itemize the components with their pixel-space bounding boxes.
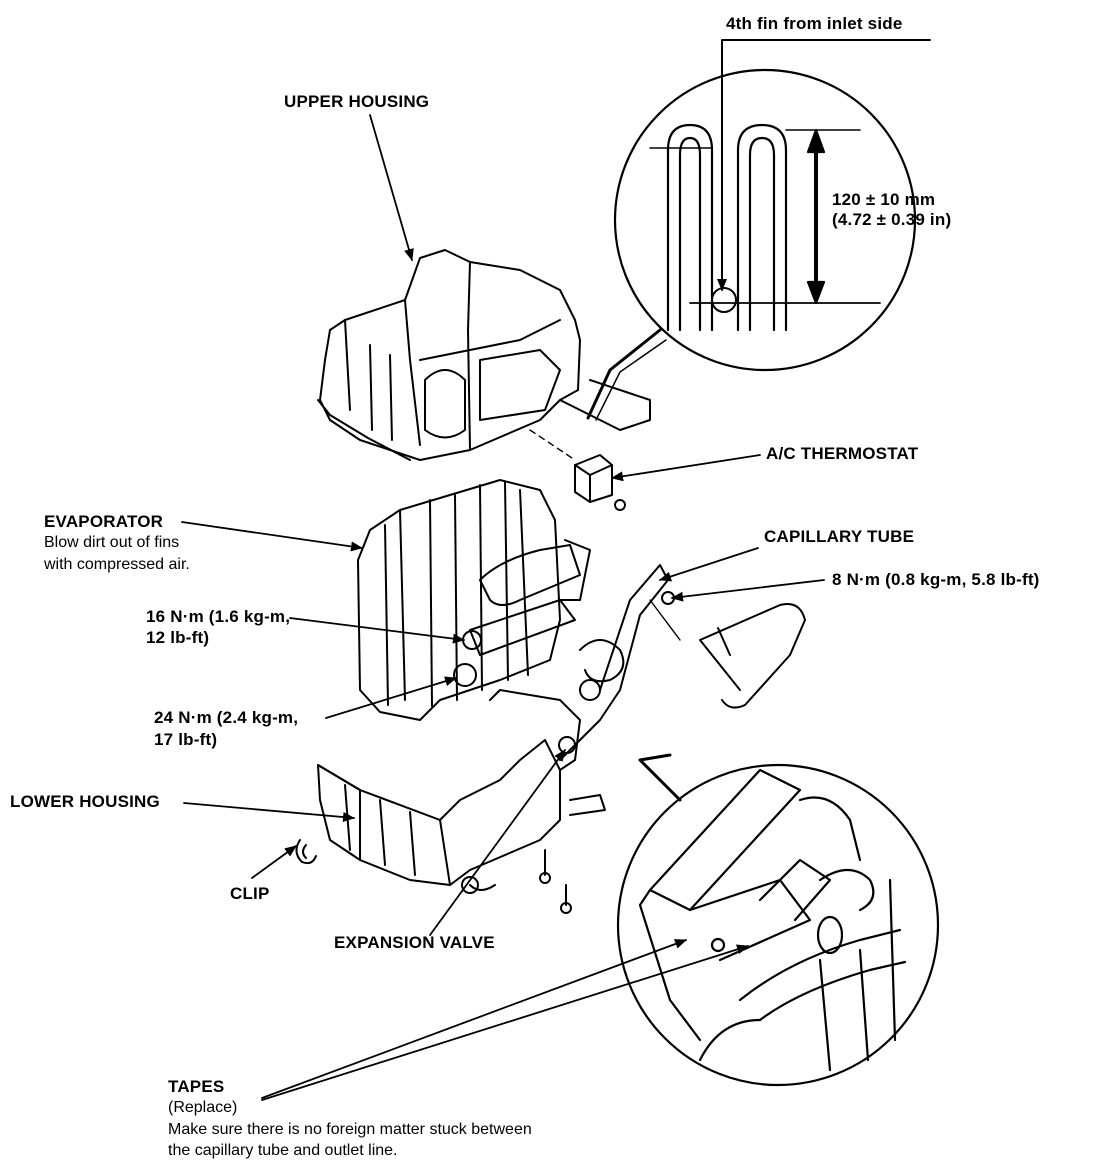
upper-housing-drawing xyxy=(317,249,651,461)
thermostat-drawing xyxy=(529,429,626,511)
thermostat-label: A/C THERMOSTAT xyxy=(766,444,919,463)
tapes-note-line-1: Make sure there is no foreign matter stu… xyxy=(168,1121,532,1138)
expansion-valve-label: EXPANSION VALVE xyxy=(334,933,495,952)
clip-label: CLIP xyxy=(230,884,270,903)
lower-housing-drawing xyxy=(317,689,606,894)
fastener-drawings xyxy=(539,849,572,914)
torque-16-label-line-1: 16 N·m (1.6 kg-m, xyxy=(146,607,291,626)
evaporator-label: EVAPORATOR xyxy=(44,512,164,531)
torque-24-label-line-1: 24 N·m (2.4 kg-m, xyxy=(154,708,299,727)
tapes-note-line-2: the capillary tube and outlet line. xyxy=(168,1142,398,1159)
dimension-mm-label: 120 ± 10 mm xyxy=(832,190,936,209)
capillary-tube-drawing xyxy=(558,564,681,761)
torque-24-label-line-2: 17 lb-ft) xyxy=(154,730,218,749)
evaporator-note-line-2: with compressed air. xyxy=(44,556,190,573)
tapes-label: TAPES xyxy=(168,1077,225,1096)
tape-detail-circle xyxy=(616,753,940,1087)
dimension-in-label: (4.72 ± 0.39 in) xyxy=(832,210,952,229)
clip-drawing xyxy=(295,839,317,865)
evaporator-drawing xyxy=(357,479,591,721)
upper-housing-label: UPPER HOUSING xyxy=(284,92,430,111)
leader-lines xyxy=(181,114,825,1101)
fin-note-label: 4th fin from inlet side xyxy=(726,14,903,33)
fin-detail-circle xyxy=(586,39,931,421)
tapes-replace-label: (Replace) xyxy=(168,1099,238,1116)
lower-housing-label: LOWER HOUSING xyxy=(10,792,160,811)
evaporator-note-line-1: Blow dirt out of fins xyxy=(44,534,180,551)
torque-8-label: 8 N·m (0.8 kg-m, 5.8 lb-ft) xyxy=(832,570,1040,589)
capillary-tube-label: CAPILLARY TUBE xyxy=(764,527,915,546)
torque-16-label-line-2: 12 lb-ft) xyxy=(146,628,210,647)
tape-drawing xyxy=(699,603,806,709)
